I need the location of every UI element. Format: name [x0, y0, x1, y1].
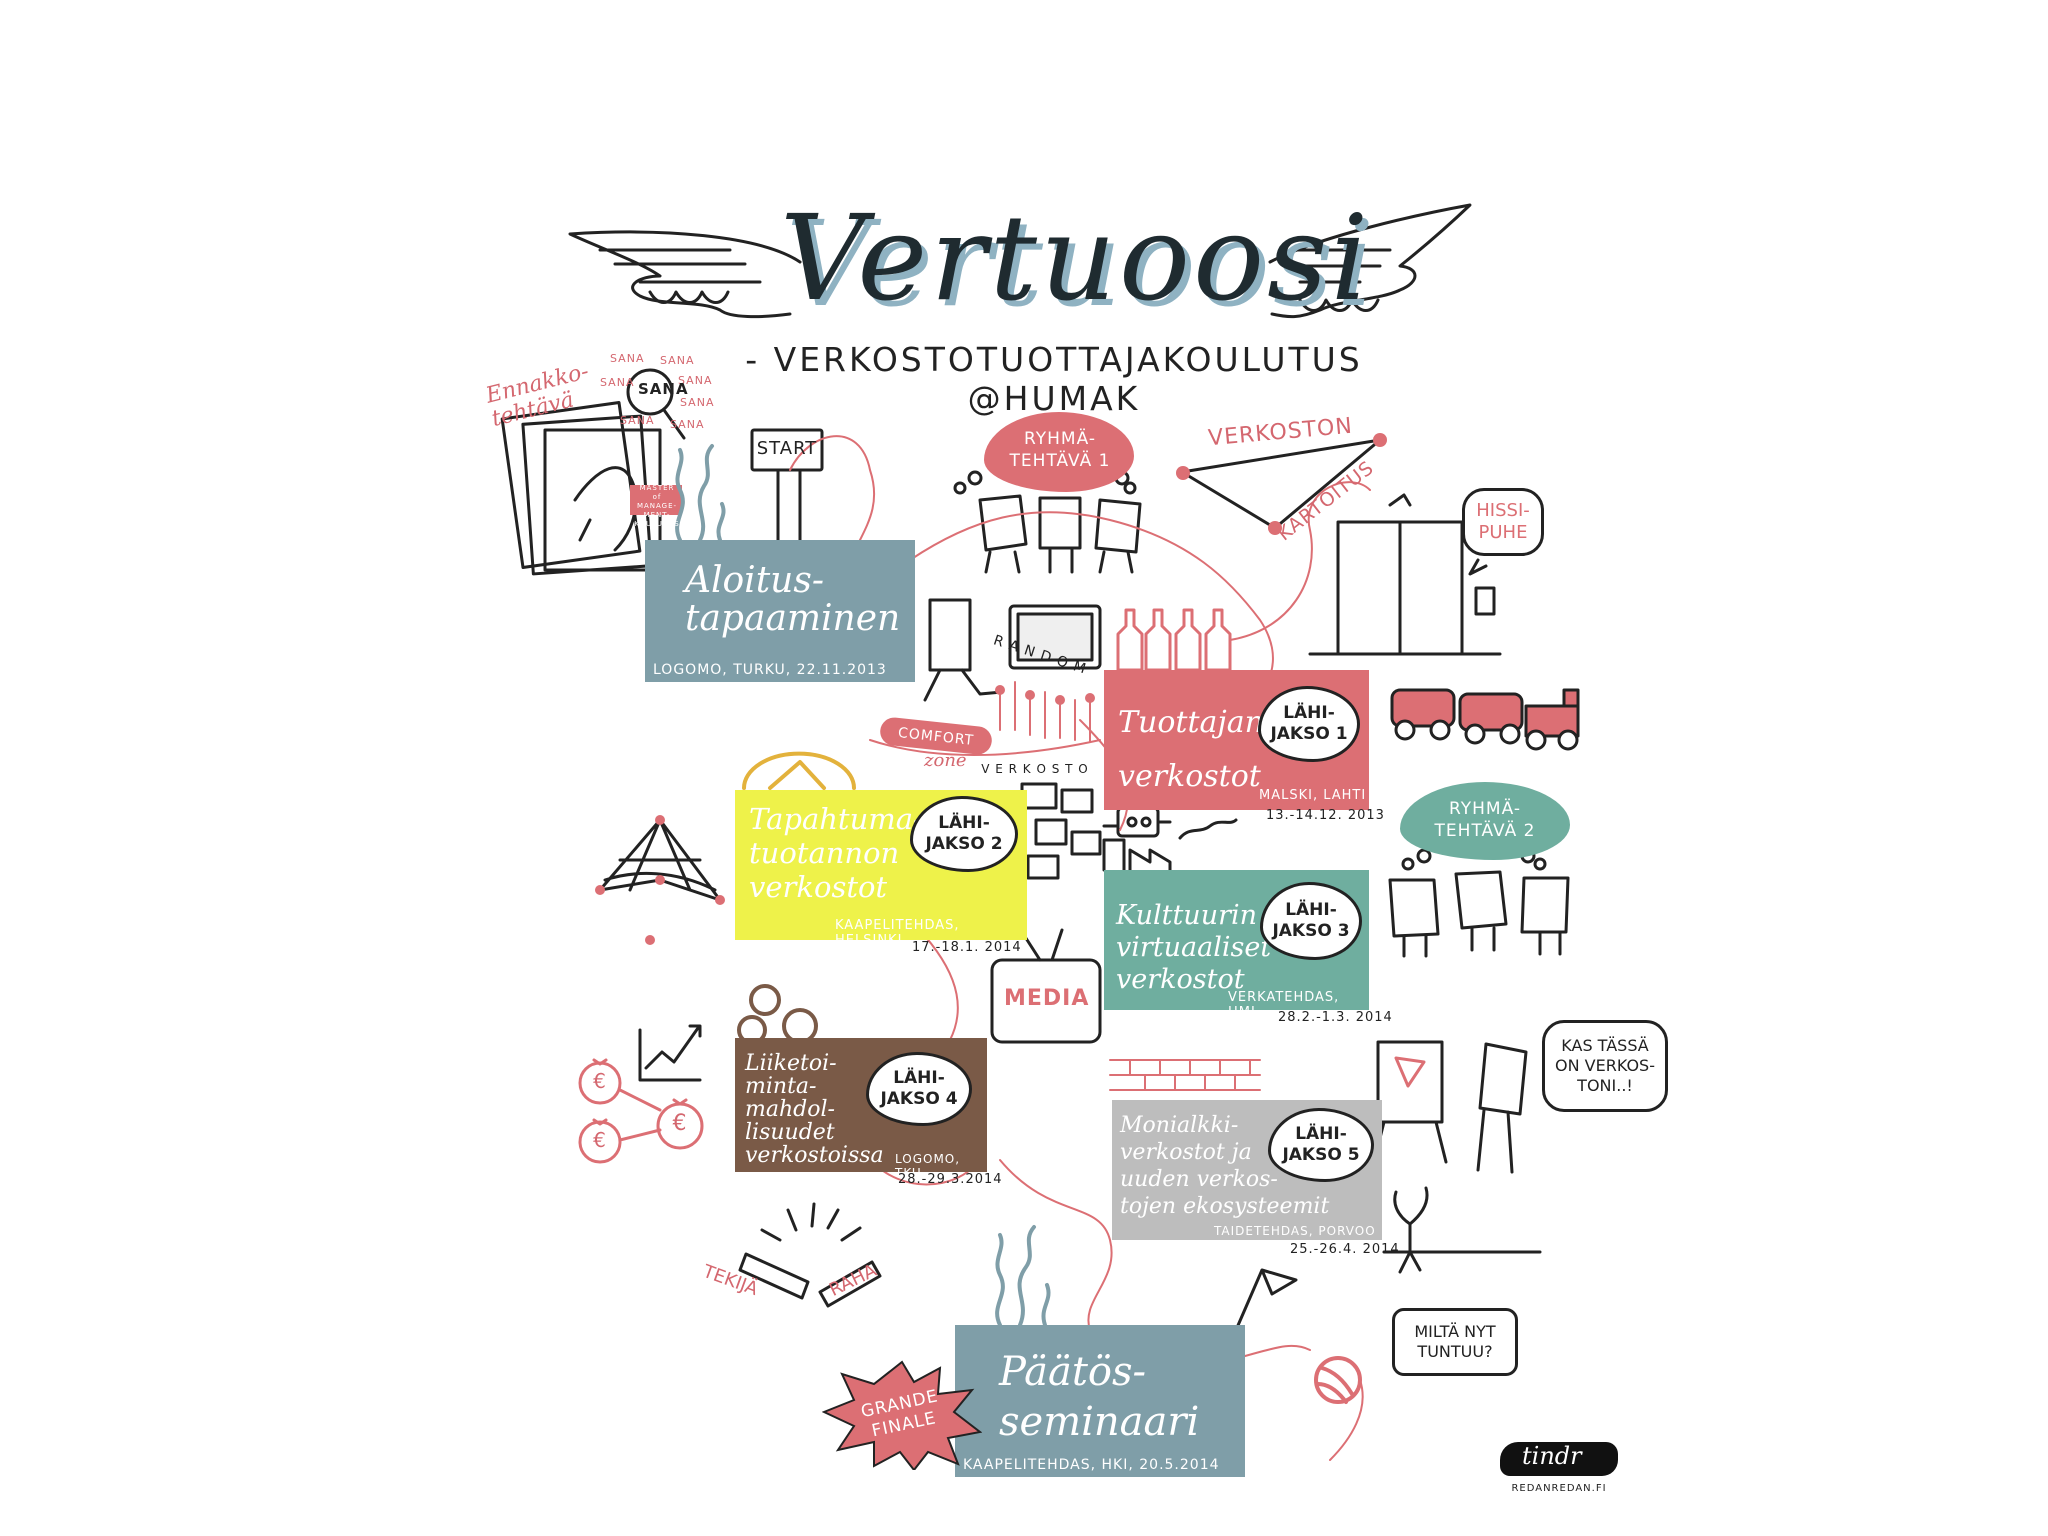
sana-word: SANA	[680, 396, 715, 409]
milta-nyt-tuntuu-bubble: MILTÄ NYT TUNTUU?	[1392, 1308, 1518, 1376]
start-sign: START	[756, 438, 818, 459]
page-subtitle: - VERKOSTOTUOTTAJAKOULUTUS @HUMAK	[745, 340, 1363, 418]
lahijakso-3-cloud: LÄHI- JAKSO 3	[1260, 882, 1362, 960]
network-node	[1176, 466, 1190, 480]
stage-jakso-1-date: 13.-14.12. 2013	[1266, 808, 1385, 823]
stage-jakso-1-title: Tuottajan verkostot	[1118, 705, 1264, 794]
euro-symbol: €	[593, 1128, 607, 1152]
sana-cloud: SANA SANA SANA SANA SANA SANA SANA SANA	[600, 350, 713, 440]
lahijakso-5-cloud: LÄHI- JAKSO 5	[1268, 1108, 1374, 1182]
network-node	[1268, 521, 1282, 535]
start-sign-icon	[750, 428, 824, 542]
stage-jakso-2-date: 17.-18.1. 2014	[912, 940, 1022, 955]
network-triangle-icon	[1180, 438, 1382, 530]
network-web-icon	[595, 815, 725, 945]
euro-symbol: €	[593, 1069, 607, 1093]
seaweed-icon	[675, 444, 1051, 1327]
elevator-icon	[1308, 493, 1502, 656]
sana-word-main: SANA	[638, 380, 689, 398]
film-reels-icon	[737, 984, 818, 1045]
stage-aloitus: Aloitus- tapaaminen LOGOMO, TURKU, 22.11…	[645, 540, 915, 682]
ryhma-tehtava-2-cloud	[1400, 782, 1570, 860]
wings-icon	[568, 203, 1472, 319]
site-label: REDANREDAN.FI	[1511, 1483, 1607, 1494]
stage-jakso-5-title: Monialkki- verkostot ja uuden verkos- to…	[1120, 1113, 1330, 1219]
people-icon	[1388, 848, 1570, 958]
page-title: Vertuoosi	[780, 189, 1372, 327]
hissipuhe-bubble: HISSI- PUHE	[1462, 488, 1544, 556]
handshake-icon	[738, 1202, 882, 1308]
people-icon	[953, 470, 1142, 574]
sana-word: SANA	[620, 414, 655, 427]
sana-word: SANA	[670, 418, 705, 431]
random-path-icon	[869, 681, 1106, 756]
stage-jakso-5-place: TAIDETEHDAS, PORVOO	[1214, 1224, 1376, 1238]
signature-icon: tindr	[1522, 1442, 1582, 1470]
factory-icon	[1102, 818, 1238, 872]
verkosto-label: V E R K O S T O	[981, 762, 1089, 776]
stage-jakso-4-date: 28.-29.3.2014	[898, 1172, 1003, 1187]
kas-tassa-bubble: KAS TÄSSÄ ON VERKOS- TONI..!	[1542, 1020, 1668, 1112]
lahijakso-2-cloud: LÄHI- JAKSO 2	[910, 796, 1018, 872]
stage-aloitus-title: Aloitus- tapaaminen	[685, 560, 901, 639]
stage-jakso-4-place: LOGOMO, TKU	[895, 1152, 961, 1180]
figure-icon	[923, 598, 1004, 702]
wheel-icon	[742, 751, 856, 790]
network-node	[1373, 433, 1387, 447]
sana-word: SANA	[678, 374, 713, 387]
tv-icon	[990, 604, 1102, 1044]
media-label: MEDIA	[1004, 986, 1090, 1011]
lahijakso-4-cloud: LÄHI- JAKSO 4	[866, 1052, 972, 1126]
ryhma-tehtava-1-cloud	[984, 412, 1134, 492]
stage-paatos: Päätös- seminaari KAAPELITEHDAS, HKI, 20…	[955, 1325, 1245, 1477]
flag-icon	[1234, 1268, 1298, 1332]
lahijakso-1-cloud: LÄHI- JAKSO 1	[1258, 686, 1360, 762]
ryhma-tehtava-1-label: RYHMÄ- TEHTÄVÄ 1	[1009, 429, 1111, 471]
bottles-icon	[1116, 608, 1232, 672]
stage-paatos-title: Päätös- seminaari	[999, 1349, 1200, 1445]
stage-jakso-4: Liiketoi- minta- mahdol- lisuudet verkos…	[735, 1038, 987, 1180]
stage-jakso-3-title: Kulttuurin virtuaaliset verkostot	[1116, 900, 1272, 995]
stage-jakso-5-date: 25.-26.4. 2014	[1290, 1242, 1400, 1257]
sana-word: SANA	[600, 376, 635, 389]
stage-aloitus-place: LOGOMO, TURKU, 22.11.2013	[653, 662, 887, 678]
stage-jakso-3-place: VERKATEHDAS, HML	[1228, 990, 1340, 1020]
train-icon	[1390, 688, 1580, 751]
growth-chart-icon	[638, 1024, 702, 1082]
stage-jakso-1-place: MALSKI, LAHTI	[1259, 788, 1367, 803]
stage-jakso-2-place: KAAPELITEHDAS, HELSINKI	[835, 918, 960, 948]
flipchart-icon	[1372, 1040, 1528, 1174]
signature-badge	[1500, 1442, 1618, 1476]
yarn-ball-icon	[1314, 1356, 1362, 1404]
stage-jakso-2-title: Tapahtuma- tuotannon verkostot	[749, 802, 923, 904]
stage-jakso-4-title: Liiketoi- minta- mahdol- lisuudet verkos…	[745, 1051, 884, 1168]
document-icon	[500, 401, 682, 576]
master-label: MASTER of MANAGE- MENT-KOULUTUS	[634, 484, 680, 528]
money-bag-icon	[578, 1058, 704, 1164]
plant-icon	[1382, 1186, 1542, 1274]
burst-icon	[822, 1360, 982, 1470]
stage-jakso-3-date: 28.2.-1.3. 2014	[1278, 1010, 1393, 1025]
zone-label: zone	[924, 750, 967, 771]
ryhma-tehtava-2-label: RYHMÄ- TEHTÄVÄ 2	[1434, 799, 1536, 841]
brick-wall-icon	[1109, 1059, 1261, 1091]
magnifier-icon	[626, 368, 686, 440]
stage-paatos-place: KAAPELITEHDAS, HKI, 20.5.2014	[963, 1457, 1220, 1473]
euro-symbol: €	[672, 1111, 688, 1136]
sana-word: SANA	[610, 352, 645, 365]
sana-word: SANA	[660, 354, 695, 367]
